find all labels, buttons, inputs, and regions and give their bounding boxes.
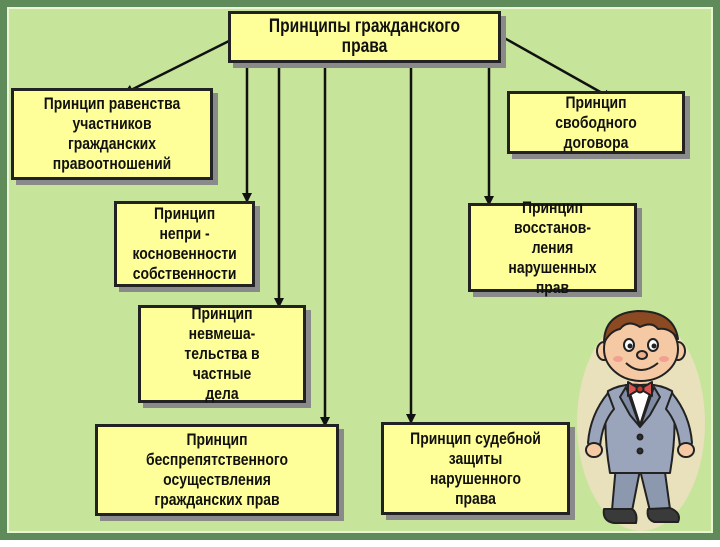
judicial-protection-principle-box: Принцип судебной защиты нарушенного прав… xyxy=(381,422,570,515)
cartoon-boy-illustration xyxy=(577,310,705,531)
root-title: Принципы гражданского права xyxy=(268,16,461,57)
free-contract-principle-box: Принцип свободного договора xyxy=(507,91,685,154)
inviolability-principle-box: Принцип непри - косновенности собственно… xyxy=(114,201,255,287)
free-contract-principle-text: Принцип свободного договора xyxy=(555,92,637,152)
judicial-protection-principle-text: Принцип судебной защиты нарушенного прав… xyxy=(410,428,541,508)
equality-principle-box: Принцип равенства участников гражданских… xyxy=(11,88,213,180)
connector-arrows xyxy=(123,33,613,427)
equality-principle-text: Принцип равенства участников гражданских… xyxy=(43,94,181,173)
unobstructed-principle-box: Принцип беспрепятственного осуществления… xyxy=(95,424,339,516)
arrow-to-equality xyxy=(123,36,236,95)
arrow-to-free-contract xyxy=(498,33,613,100)
inviolability-principle-text: Принцип непри - косновенности собственно… xyxy=(132,204,237,283)
non-interference-principle-text: Принцип невмеша- тельства в частные дела xyxy=(184,304,260,403)
restoration-principle-text: Принцип восстанов- ления нарушенных прав xyxy=(508,197,597,297)
unobstructed-principle-text: Принцип беспрепятственного осуществления… xyxy=(145,430,289,509)
non-interference-principle-box: Принцип невмеша- тельства в частные дела xyxy=(138,304,306,403)
root-principles-box: Принципы гражданского права xyxy=(228,11,501,63)
restoration-principle-box: Принцип восстанов- ления нарушенных прав xyxy=(468,198,637,297)
